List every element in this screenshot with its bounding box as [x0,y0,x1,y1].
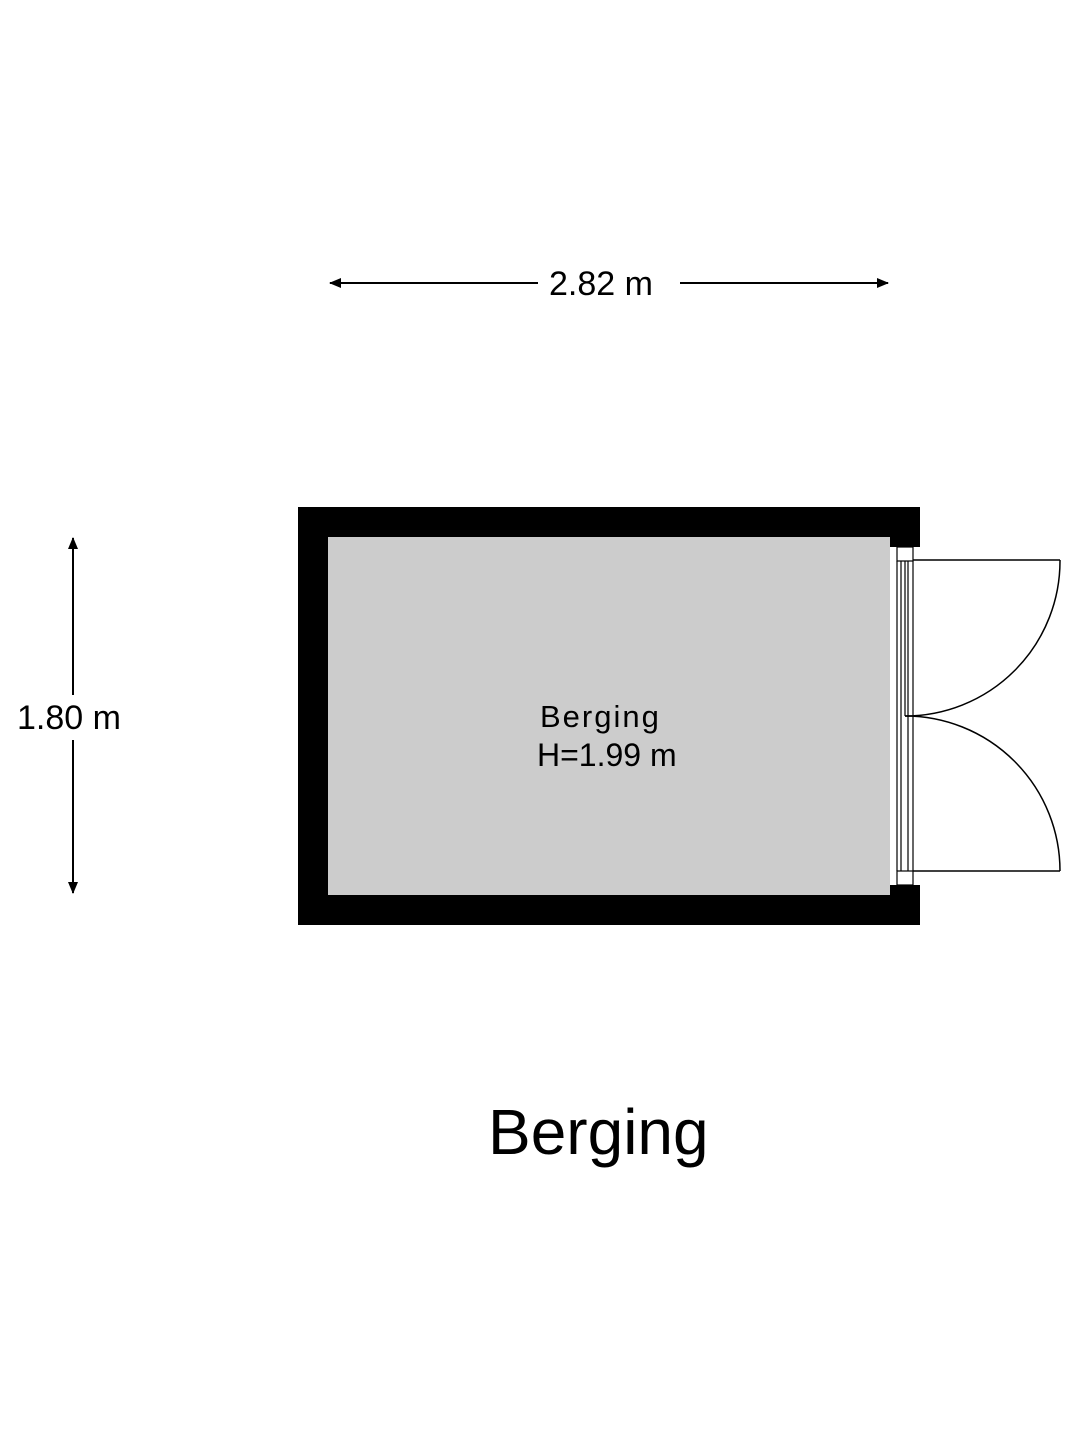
walls [298,507,920,925]
width-dimension-label: 2.82 m [549,265,653,303]
room-height: H=1.99 m [537,737,677,773]
double-door [904,559,1061,872]
room-name: Berging [540,699,661,734]
room-floor [328,537,890,895]
floor-title: Berging [488,1096,709,1168]
height-dimension-label: 1.80 m [17,699,121,738]
